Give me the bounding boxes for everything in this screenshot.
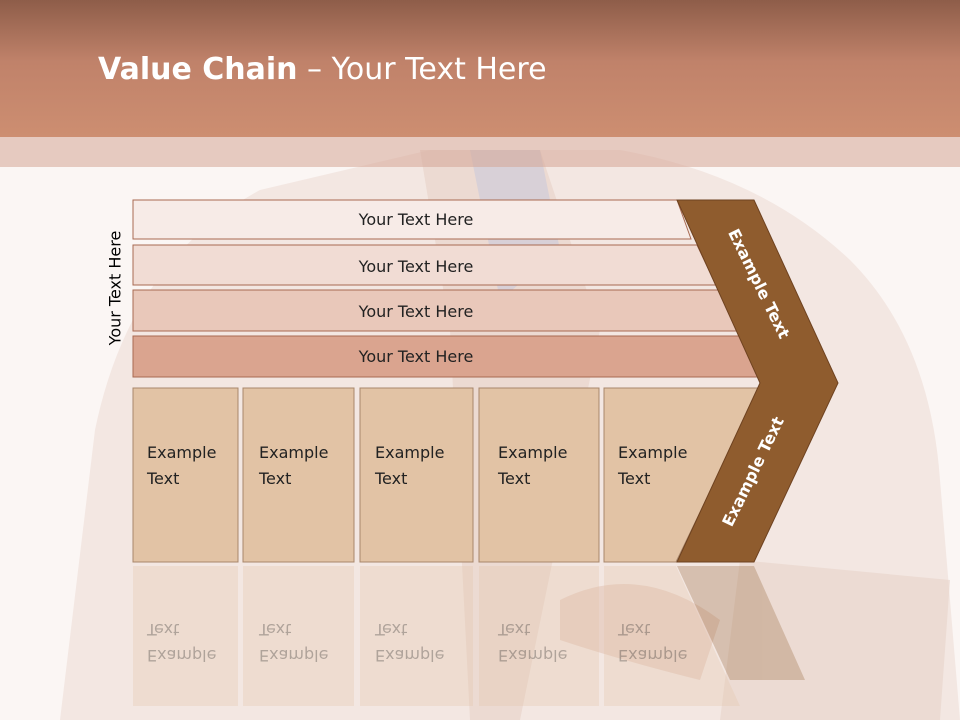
- cell-2-line2: Text: [258, 469, 291, 488]
- diagram-reflection: [133, 566, 805, 706]
- row-1-label: Your Text Here: [358, 210, 474, 229]
- cell-1-line1: Example: [147, 443, 216, 462]
- svg-text:Example Text: Example Text: [497, 443, 573, 488]
- cell-2: Example Text: [242, 387, 355, 563]
- cell-5-line2: Text: [617, 469, 650, 488]
- reflection-cell-2-text-2: Text: [258, 620, 291, 639]
- title-rest: – Your Text Here: [297, 52, 547, 87]
- svg-text:ExampleText: Example Text: [617, 620, 687, 665]
- svg-text:Example Text: Example Text: [146, 443, 222, 488]
- cell-1-line2: Text: [146, 469, 179, 488]
- svg-text:ExampleText: Example Text: [374, 620, 444, 665]
- row-2-label: Your Text Here: [358, 257, 474, 276]
- reflection-cell-5-text-2: Text: [617, 620, 650, 639]
- reflection-cell-5-text: Example: [618, 646, 687, 665]
- cell-5: Example Text: [603, 387, 761, 563]
- svg-text:ExampleText: Example Text: [146, 620, 216, 665]
- page-title: Value Chain – Your Text Here: [98, 52, 547, 96]
- cell-3: Example Text: [359, 387, 474, 563]
- row-4: Your Text Here: [132, 335, 764, 378]
- row-4-label: Your Text Here: [358, 347, 474, 366]
- row-3-label: Your Text Here: [358, 302, 474, 321]
- cell-4-line2: Text: [497, 469, 530, 488]
- cell-4: Example Text: [478, 387, 600, 563]
- reflection-cell-2-text: Example: [259, 646, 328, 665]
- row-3: Your Text Here: [132, 289, 740, 332]
- reflection-cell-1-text-2: Text: [146, 620, 179, 639]
- header-bar: [0, 0, 960, 137]
- row-2: Your Text Here: [132, 244, 717, 286]
- svg-text:Example Text: Example Text: [617, 443, 693, 488]
- reflection-cell-3-text-2: Text: [374, 620, 407, 639]
- reflection-labels: Example Text Example Text Example Text Exam…: [146, 620, 687, 665]
- cell-5-line1: Example: [618, 443, 687, 462]
- cell-3-line2: Text: [374, 469, 407, 488]
- svg-text:ExampleText: Example Text: [497, 620, 567, 665]
- reflection-cell-4-text-2: Text: [497, 620, 530, 639]
- svg-text:Example Text: Example Text: [374, 443, 450, 488]
- svg-text:ExampleText: Example Text: [258, 620, 328, 665]
- reflection-cell-1-text: Example: [147, 646, 216, 665]
- reflection-cell-4-text: Example: [498, 646, 567, 665]
- reflection-cell-3-text: Example: [375, 646, 444, 665]
- svg-text:Example Text: Example Text: [258, 443, 334, 488]
- header-band: [0, 137, 960, 167]
- chevron-arrow: Example Text Example Text: [676, 199, 839, 563]
- title-bold: Value Chain: [98, 52, 298, 87]
- cell-4-line1: Example: [498, 443, 567, 462]
- cell-3-line1: Example: [375, 443, 444, 462]
- cell-2-line1: Example: [259, 443, 328, 462]
- cell-1: Example Text: [132, 387, 239, 563]
- row-1: Your Text Here: [132, 199, 692, 240]
